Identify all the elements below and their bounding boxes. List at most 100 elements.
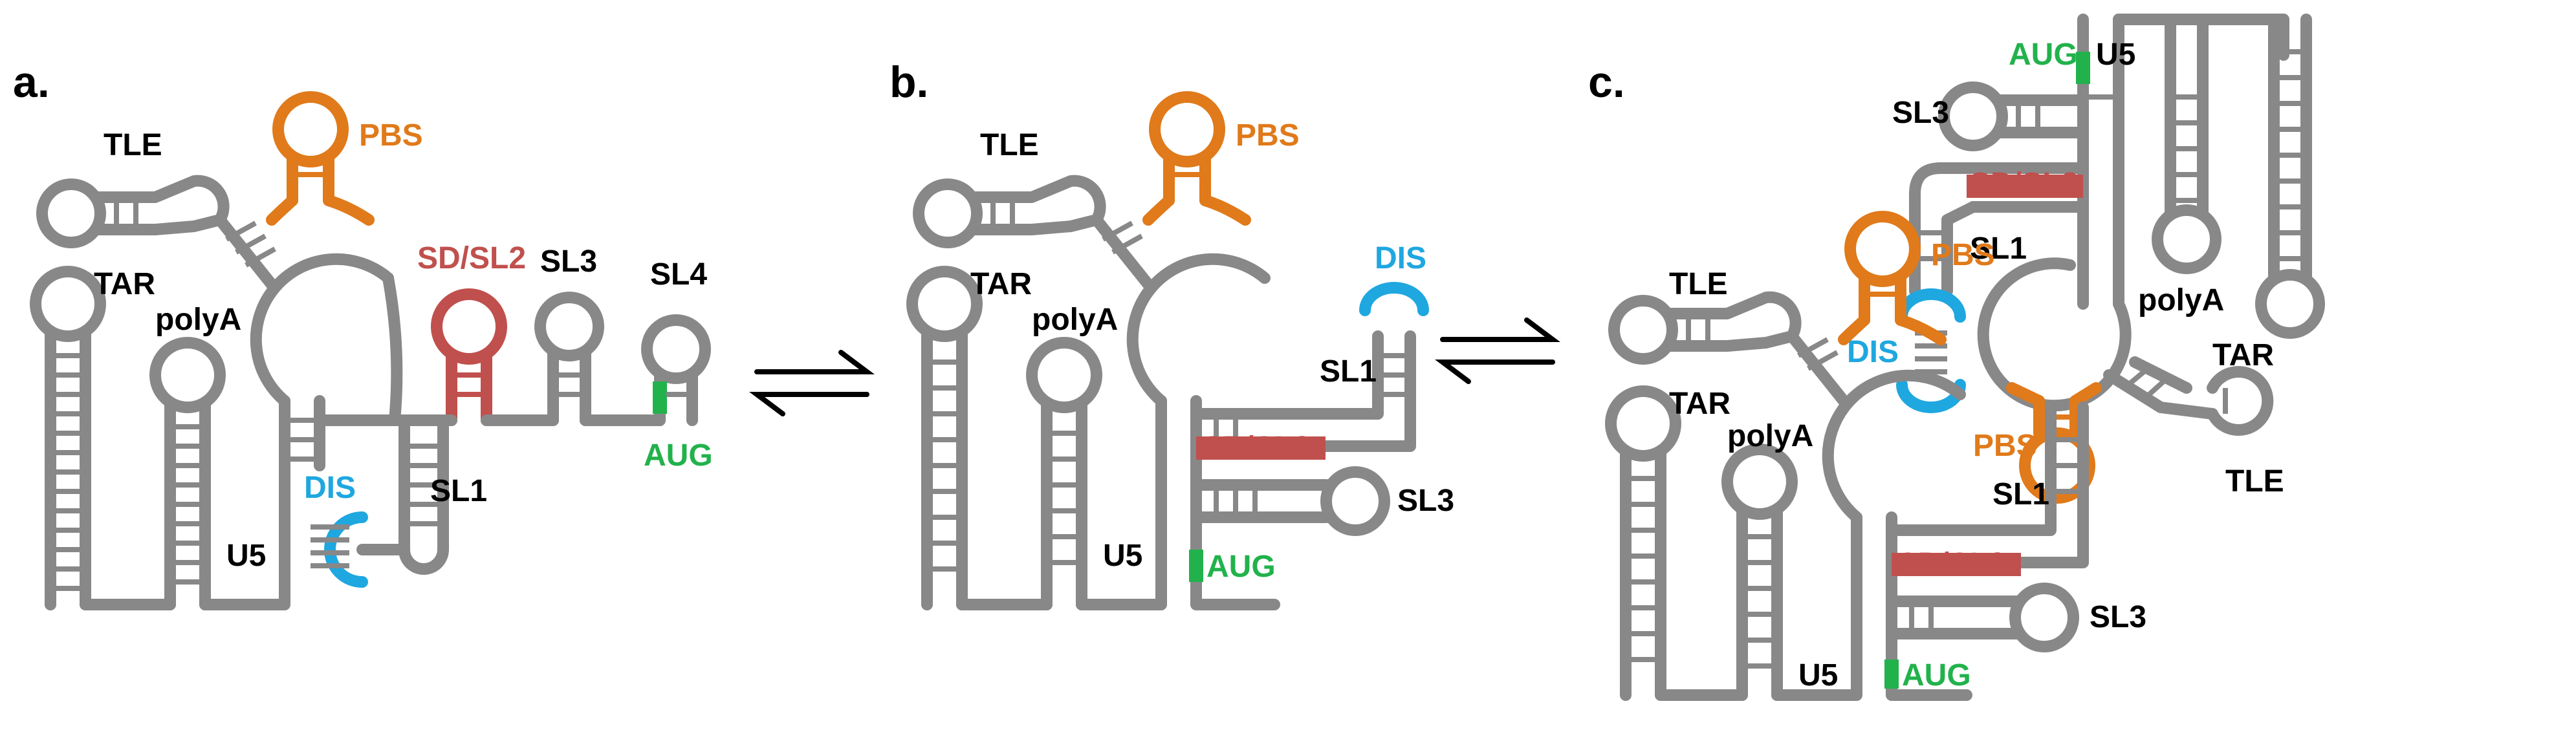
u5-label-top: U5 bbox=[2096, 38, 2135, 72]
panel-a: a. TAR bbox=[13, 58, 713, 610]
tle-arm-c bbox=[1608, 291, 1850, 407]
sl1-label-c: SL1 bbox=[1992, 477, 2049, 511]
pbs-hairpin-c bbox=[1838, 211, 1947, 345]
upper-junction-loop bbox=[1977, 257, 2132, 412]
polya-hairpin bbox=[149, 337, 226, 610]
aug-label: AUG bbox=[644, 438, 713, 473]
pbs-label: PBS bbox=[359, 118, 423, 153]
tar-hairpin-b bbox=[906, 266, 983, 610]
sl1-label: SL1 bbox=[430, 474, 487, 508]
upper-tle-loop bbox=[2207, 366, 2274, 436]
upper-monomer bbox=[1896, 14, 2325, 504]
aug-label-c: AUG bbox=[1902, 658, 1971, 693]
upper-pbs-loop bbox=[2019, 427, 2095, 504]
tar-stem bbox=[45, 325, 91, 610]
tle-loop bbox=[36, 178, 106, 248]
pbs-label-b: PBS bbox=[1236, 118, 1300, 153]
sdsl2-label: SD/SL2 bbox=[417, 241, 526, 275]
tar-label-c: TAR bbox=[1669, 387, 1730, 421]
sl3-label-top: SL3 bbox=[1892, 96, 1949, 130]
dis-loop-top bbox=[1896, 288, 1966, 323]
dis-label: DIS bbox=[304, 471, 356, 505]
dis-label-c: DIS bbox=[1847, 335, 1899, 369]
sdsl2-bar-c bbox=[1892, 553, 2021, 576]
u5-label-b: U5 bbox=[1103, 539, 1142, 573]
aug-label-top: AUG bbox=[2009, 38, 2078, 72]
u5-label-c: U5 bbox=[1798, 658, 1838, 693]
tar-rungs bbox=[50, 353, 85, 591]
sl3-stem bbox=[547, 347, 591, 426]
pbs-hairpin-b bbox=[1142, 91, 1251, 226]
polya-loop bbox=[149, 337, 226, 413]
sl1-stem bbox=[398, 414, 449, 575]
sdsl2-label-top: SD/SL2 bbox=[1970, 167, 2079, 201]
dis-loop-b bbox=[1359, 282, 1429, 316]
sdsl2-hairpin bbox=[431, 288, 507, 426]
tar-label-b: TAR bbox=[970, 267, 1032, 301]
pbs-label-c: PBS bbox=[1931, 238, 1995, 272]
dis-label-b: DIS bbox=[1375, 241, 1426, 275]
polya-rungs bbox=[170, 424, 205, 585]
upper-tar-stem bbox=[2268, 14, 2312, 284]
polya-label-c: polyA bbox=[1727, 419, 1813, 453]
sl1-label-b: SL1 bbox=[1320, 354, 1377, 389]
tar-label: TAR bbox=[94, 267, 155, 301]
tar-hairpin bbox=[30, 266, 106, 610]
panel-b-letter: b. bbox=[890, 58, 928, 107]
polya-label-b: polyA bbox=[1032, 303, 1118, 337]
tar-label-right: TAR bbox=[2212, 338, 2274, 372]
sl1-hairpin bbox=[311, 414, 449, 588]
sl3-label-c: SL3 bbox=[2090, 600, 2146, 634]
sl3-loop-c bbox=[2009, 583, 2079, 652]
sdsl2-stem bbox=[446, 349, 492, 426]
sl3-label-b: SL3 bbox=[1397, 484, 1454, 518]
tle-arm bbox=[36, 175, 278, 290]
equilibrium-arrow-bc bbox=[1435, 317, 1560, 384]
equilibrium-arrow-ab bbox=[749, 350, 875, 416]
tle-label: TLE bbox=[104, 128, 162, 162]
pbs-hairpin bbox=[266, 91, 375, 226]
pbs-label-right: PBS bbox=[1973, 429, 2037, 463]
tar-hairpin-c bbox=[1605, 385, 1681, 701]
polya-hairpin-c bbox=[1721, 444, 1798, 701]
panel-a-letter: a. bbox=[13, 58, 50, 107]
tle-label-b: TLE bbox=[980, 128, 1039, 162]
sdsl2-bar-b bbox=[1196, 436, 1326, 460]
sl3-hairpin-b bbox=[1190, 466, 1390, 536]
sdsl2-label-c: SD/SL2 bbox=[1897, 547, 2006, 581]
tar-loop bbox=[30, 266, 106, 342]
upper-sl3-loop bbox=[1938, 81, 2008, 151]
tle-arm-b bbox=[913, 175, 1154, 290]
sl4-loop bbox=[641, 314, 711, 384]
panel-c-letter: c. bbox=[1588, 58, 1625, 107]
tle-label-right: TLE bbox=[2225, 464, 2284, 499]
sl3-label: SL3 bbox=[540, 244, 597, 279]
sl1-label-top: SL1 bbox=[1970, 231, 2027, 266]
polya-label: polyA bbox=[155, 303, 241, 337]
lower-monomer bbox=[1605, 211, 2089, 701]
pbs-loop bbox=[272, 91, 349, 167]
sl3-loop bbox=[534, 292, 604, 361]
sl3-hairpin bbox=[534, 292, 604, 426]
polya-hairpin-b bbox=[1026, 337, 1102, 610]
u5-label: U5 bbox=[226, 539, 266, 573]
sdsl2-loop bbox=[431, 288, 507, 365]
sdsl2-label-b: SD/SL2 bbox=[1202, 431, 1311, 465]
pbs-stem bbox=[287, 153, 334, 206]
aug-label-b: AUG bbox=[1206, 550, 1276, 584]
upper-tar-loop bbox=[2255, 269, 2325, 339]
upper-polya-stem bbox=[2165, 14, 2209, 219]
polya-label-right: polyA bbox=[2138, 283, 2224, 317]
sdsl2-bar-top bbox=[1967, 175, 2083, 198]
panel-c: c. bbox=[1588, 14, 2325, 701]
dis-loop bbox=[324, 511, 368, 588]
upper-polya-loop bbox=[2152, 204, 2221, 274]
sl4-label: SL4 bbox=[650, 257, 707, 292]
sl1-arm-b bbox=[1190, 282, 1429, 452]
junction-stem bbox=[279, 395, 325, 471]
panel-b: b. TAR polyA TLE bbox=[890, 58, 1454, 610]
sl4-hairpin bbox=[641, 314, 711, 426]
tle-label-c: TLE bbox=[1669, 267, 1728, 301]
